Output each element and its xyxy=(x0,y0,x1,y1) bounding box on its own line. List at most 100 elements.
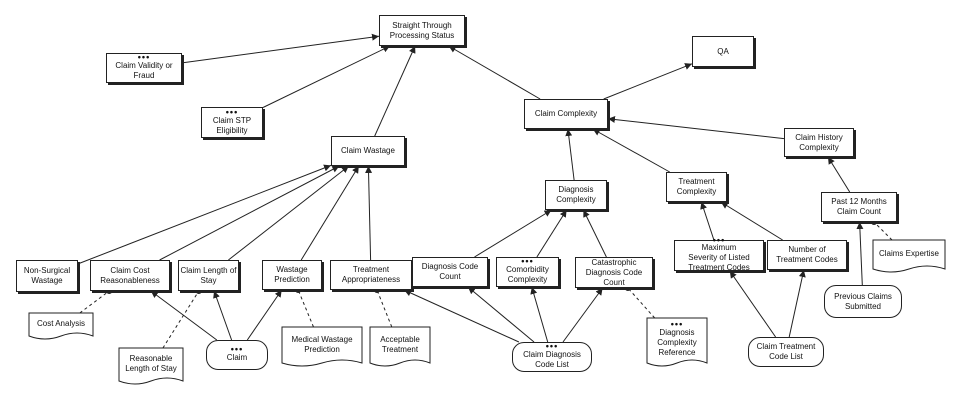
information-requirement-edge xyxy=(607,116,785,140)
decision-node-maxsev[interactable]: •••Maximum Severity of Listed Treatment … xyxy=(674,236,764,272)
decision-node-nonsurg[interactable]: Non-Surgical Wastage xyxy=(16,260,78,292)
decision-node-costreason[interactable]: Claim Cost Reasonableness xyxy=(90,260,170,291)
information-requirement-edge xyxy=(729,270,777,338)
knowledge-source-node-accept[interactable]: Acceptable Treatment xyxy=(370,327,430,362)
knowledge-source-node-reasonlos[interactable]: Reasonable Length of Stay xyxy=(119,348,183,380)
decision-node-stpelig[interactable]: •••Claim STP Eligibility xyxy=(201,107,263,138)
information-requirement-edge xyxy=(562,287,604,343)
decision-node-stp[interactable]: Straight Through Processing Status xyxy=(379,15,465,46)
knowledge-source-node-medwaste[interactable]: Medical Wastage Prediction xyxy=(282,327,362,362)
node-label: Past 12 Months Claim Count xyxy=(831,197,887,216)
edges-layer xyxy=(77,33,893,349)
knowledge-source-node-claimsexp[interactable]: Claims Expertise xyxy=(873,240,945,268)
node-label: Medical Wastage Prediction xyxy=(291,334,353,354)
information-requirement-edge xyxy=(77,164,332,265)
input-data-node-dxlist[interactable]: •••Claim Diagnosis Code List xyxy=(512,342,592,372)
information-requirement-edge xyxy=(228,165,350,261)
decision-node-numtx[interactable]: Number of Treatment Codes xyxy=(767,240,847,270)
node-label: Treatment Appropriateness xyxy=(341,265,401,284)
node-label: Wastage Prediction xyxy=(274,265,310,284)
node-label: Non-Surgical Wastage xyxy=(23,266,71,285)
input-data-node-claim[interactable]: •••Claim xyxy=(206,340,268,370)
decision-node-past12[interactable]: Past 12 Months Claim Count xyxy=(821,192,897,222)
authority-requirement-edge xyxy=(627,287,656,319)
information-requirement-edge xyxy=(827,156,851,193)
knowledge-source-shape xyxy=(646,317,708,367)
information-requirement-edge xyxy=(159,165,340,261)
node-label: Claim Complexity xyxy=(534,109,598,118)
node-label: Claim Diagnosis Code List xyxy=(523,350,581,369)
node-label: Acceptable Treatment xyxy=(380,334,420,354)
information-requirement-edge xyxy=(700,201,715,241)
node-label: QA xyxy=(717,46,729,56)
node-label: Claim xyxy=(226,353,248,362)
information-requirement-edge xyxy=(603,63,693,100)
node-label: Treatment Complexity xyxy=(676,177,717,196)
decision-node-wastpred[interactable]: Wastage Prediction xyxy=(262,260,322,290)
node-label: Claim Wastage xyxy=(341,146,395,155)
decision-node-catdx[interactable]: Catastrophic Diagnosis Code Count xyxy=(575,257,653,288)
decision-node-comorb[interactable]: •••Comorbidity Complexity xyxy=(496,257,559,287)
information-requirement-edge xyxy=(474,209,552,258)
information-requirement-edge xyxy=(262,45,391,108)
node-label: Claim Validity or Fraud xyxy=(115,61,173,80)
information-requirement-edge xyxy=(403,289,520,343)
decision-node-history[interactable]: Claim History Complexity xyxy=(784,128,854,157)
authority-requirement-edge xyxy=(162,290,200,349)
decision-node-qa[interactable]: QA xyxy=(692,36,754,67)
knowledge-source-shape xyxy=(281,326,363,367)
collapsed-subdecision-icon: ••• xyxy=(225,106,239,117)
node-label: Number of Treatment Codes xyxy=(776,245,838,264)
collapsed-subdecision-icon: ••• xyxy=(545,341,559,351)
input-data-node-prevclaims[interactable]: Previous Claims Submitted xyxy=(824,285,902,318)
node-label: Claim Treatment Code List xyxy=(756,342,816,361)
information-requirement-edge xyxy=(592,128,670,173)
node-label: Claim Cost Reasonableness xyxy=(100,265,160,285)
information-requirement-edge xyxy=(856,221,864,286)
information-requirement-edge xyxy=(181,33,380,64)
knowledge-source-node-costanalysis[interactable]: Cost Analysis xyxy=(29,313,93,335)
decision-node-txapprop[interactable]: Treatment Appropriateness xyxy=(330,260,412,290)
information-requirement-edge xyxy=(467,286,535,343)
information-requirement-edge xyxy=(300,165,360,261)
information-requirement-edge xyxy=(582,209,607,258)
decision-node-txcomplex[interactable]: Treatment Complexity xyxy=(666,172,727,202)
information-requirement-edge xyxy=(788,269,806,338)
collapsed-subdecision-icon: ••• xyxy=(230,344,244,354)
node-label: Diagnosis Code Count xyxy=(421,262,479,281)
node-label: Comorbidity Complexity xyxy=(506,265,549,284)
collapsed-subdecision-icon: ••• xyxy=(521,256,534,266)
information-requirement-edge xyxy=(530,286,549,343)
knowledge-source-shape xyxy=(118,347,184,385)
input-data-node-txlist[interactable]: Claim Treatment Code List xyxy=(748,337,824,367)
shapes-layer xyxy=(28,239,946,385)
decision-node-wastage[interactable]: Claim Wastage xyxy=(331,136,405,166)
knowledge-source-node-dxref[interactable]: •••Diagnosis Complexity Reference xyxy=(647,318,707,362)
information-requirement-edge xyxy=(365,165,373,261)
node-label: Reasonable Length of Stay xyxy=(125,354,177,373)
information-requirement-edge xyxy=(448,45,541,100)
node-label: Claim STP Eligibility xyxy=(212,115,252,135)
decision-node-dxcount[interactable]: Diagnosis Code Count xyxy=(412,257,488,287)
node-label: Maximum Severity of Listed Treatment Cod… xyxy=(688,243,750,272)
knowledge-source-shape xyxy=(872,239,946,273)
collapsed-subdecision-icon: ••• xyxy=(670,319,684,329)
decision-node-los[interactable]: Claim Length of Stay xyxy=(178,260,239,291)
node-label: Claim History Complexity xyxy=(795,132,843,152)
node-label: Diagnosis Complexity xyxy=(556,185,596,204)
authority-requirement-edge xyxy=(79,290,110,314)
authority-requirement-edge xyxy=(873,221,893,241)
information-requirement-edge xyxy=(374,45,416,137)
information-requirement-edge xyxy=(536,209,568,258)
node-label: Claim Length of Stay xyxy=(180,265,237,285)
node-label: Claims Expertise xyxy=(878,249,939,258)
node-label: Previous Claims Submitted xyxy=(834,291,892,311)
knowledge-source-shape xyxy=(369,326,431,367)
node-label: Catastrophic Diagnosis Code Count xyxy=(585,257,643,287)
decision-node-complexity[interactable]: Claim Complexity xyxy=(524,99,608,129)
collapsed-subdecision-icon: ••• xyxy=(137,52,151,62)
decision-node-dxcomplex[interactable]: Diagnosis Complexity xyxy=(545,180,607,210)
decision-node-validity[interactable]: •••Claim Validity or Fraud xyxy=(106,53,182,83)
authority-requirement-edge xyxy=(376,289,393,328)
